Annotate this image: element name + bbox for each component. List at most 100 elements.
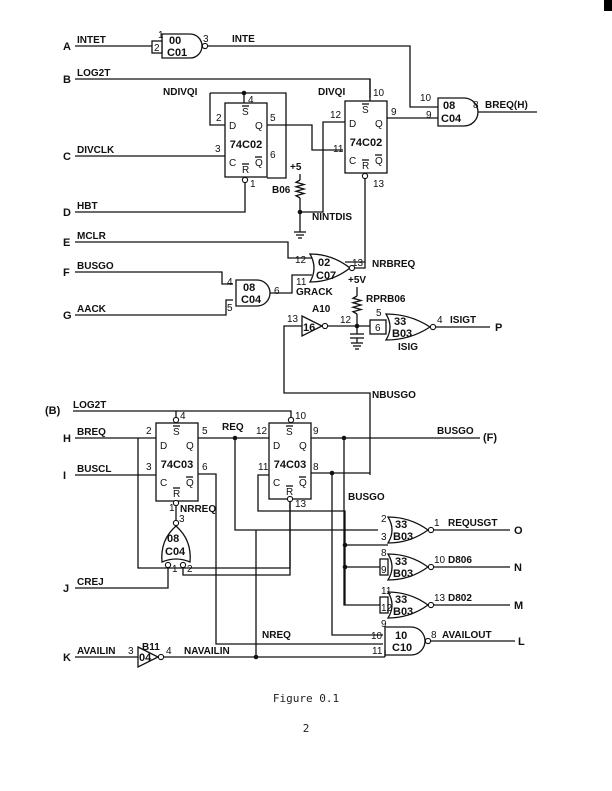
pin-u4-13: 13 — [295, 499, 307, 510]
wire-u4-clk — [257, 474, 346, 545]
pin-c10-9: 9 — [381, 619, 387, 630]
net-inte-label: INTE — [232, 34, 255, 45]
flipflop-74c02-u1-s-label: S — [242, 107, 249, 118]
gate-33-b03-d806-line2: B03 — [393, 568, 413, 580]
wire-u4-reset — [182, 502, 291, 576]
net-plus5-label: +5 — [290, 162, 302, 173]
port-b-ref: (B) — [45, 405, 61, 417]
flipflop-74c03-u4-d-label: D — [273, 441, 280, 452]
port-a-intet-signal: INTET — [77, 35, 106, 46]
net-nrbreq-label: NRBREQ — [372, 259, 416, 270]
gate-c01-line1: 00 — [169, 35, 181, 47]
gate-10-c10-body — [384, 626, 426, 656]
pin-c04l-1: 1 — [172, 564, 178, 575]
port-c-divclk-signal: DIVCLK — [77, 145, 115, 156]
port-k-availin-letter: K — [63, 652, 71, 664]
pin-u1-6: 6 — [270, 150, 276, 161]
inverter-b11-label: B11 — [142, 642, 160, 653]
wire-grack — [270, 274, 312, 294]
gate-isig-line1: 33 — [394, 316, 406, 328]
ground-b06 — [294, 231, 306, 239]
gate-c04t-line1: 08 — [443, 100, 455, 112]
pin-isig-4: 4 — [437, 315, 443, 326]
output-requsgt-signal: REQUSGT — [448, 518, 497, 529]
gate-c04l-in2-bubble — [179, 561, 187, 569]
pin-u3-5: 5 — [202, 426, 208, 437]
gate-c04l-in1-bubble — [164, 561, 172, 569]
flipflop-74c02-u1-type: 74C02 — [230, 139, 262, 151]
wire-nintdis — [300, 121, 345, 213]
net-nrreq-label: NRREQ — [180, 504, 216, 515]
gate-c04l-body — [161, 525, 191, 563]
net-req-label: REQ — [222, 422, 244, 433]
flipflop-74c03-u4-q-label: Q — [299, 441, 307, 452]
pin-u1-4: 4 — [248, 95, 254, 106]
flipflop-74c03-u4-r-label: R — [286, 487, 293, 498]
port-a-intet-letter: A — [63, 41, 71, 53]
pin-u2-9: 9 — [391, 107, 397, 118]
pin-u1-2: 2 — [216, 113, 222, 124]
gate-c04l-output-bubble — [172, 519, 180, 527]
pin-c04t-10: 10 — [420, 93, 432, 104]
inverter-b11-inner: 04 — [139, 652, 152, 664]
flipflop-74c02-u1-c-label: C — [229, 158, 236, 169]
flipflop-74c02-u2-q-label: Q — [375, 119, 383, 130]
pin-u3-1: 1 — [169, 503, 175, 514]
flipflop-74c02-u1-body — [224, 102, 268, 178]
pin-c07-13: 13 — [352, 258, 364, 269]
port-f-busgo-letter: F — [63, 267, 70, 279]
pin-a10-12: 12 — [340, 315, 352, 326]
output-d802-signal: D802 — [448, 593, 472, 604]
ground-capacitor — [351, 342, 363, 350]
net-ndivq1-label: NDIVQI — [163, 87, 198, 98]
flipflop-74c03-u3-s-label: S — [173, 427, 180, 438]
pin-isig-5: 5 — [376, 308, 382, 319]
port-p: P — [495, 322, 502, 334]
pin-c04t-9: 9 — [426, 110, 432, 121]
output-d806-signal: D806 — [448, 555, 472, 566]
gate-33-b03-requsgt-pin-a: 2 — [381, 514, 387, 525]
port-d-hbt-signal: HBT — [77, 201, 98, 212]
gate-c01-output-bubble — [201, 42, 209, 50]
pin-c10-10: 10 — [371, 631, 383, 642]
wire-ndivq1-loop — [210, 92, 287, 179]
net-divq1-label: DIVQI — [318, 87, 345, 98]
port-c-divclk-letter: C — [63, 151, 71, 163]
wire-u1-q — [267, 124, 343, 151]
gate-isig-input-tie — [369, 319, 387, 335]
wire-crej — [75, 568, 169, 589]
pin-isig-6: 6 — [375, 323, 381, 334]
flipflop-74c03-u4-c-label: C — [273, 478, 280, 489]
gate-33-b03-d806-pin-out: 10 — [434, 555, 446, 566]
port-c-divclk: C DIVCLK — [63, 145, 115, 163]
pin-u3-6: 6 — [202, 462, 208, 473]
wire-u4-nq-down — [331, 473, 383, 636]
pin-u2-10: 10 — [373, 88, 385, 99]
u1-reset-bubble — [241, 176, 249, 184]
flipflop-74c03-u3-r-label: R — [173, 489, 180, 500]
u3-reset-bubble — [172, 499, 180, 507]
gate-c04m-line2: C04 — [241, 294, 262, 306]
gate-33-b03-requsgt-pin-out: 1 — [434, 518, 440, 529]
pin-u3-3: 3 — [146, 462, 152, 473]
pin-c04m-4: 4 — [227, 277, 233, 288]
resistor-b06 — [293, 179, 307, 199]
port-d806: N — [514, 562, 522, 574]
net-busgo-label: BUSGO — [348, 492, 385, 503]
gate-33-b03-d802-pin-b: 12 — [381, 603, 393, 614]
port-g-aack-letter: G — [63, 310, 72, 322]
pin-b11-3: 3 — [128, 646, 134, 657]
pin-u4-9: 9 — [313, 426, 319, 437]
port-i-buscl-letter: I — [63, 470, 66, 482]
